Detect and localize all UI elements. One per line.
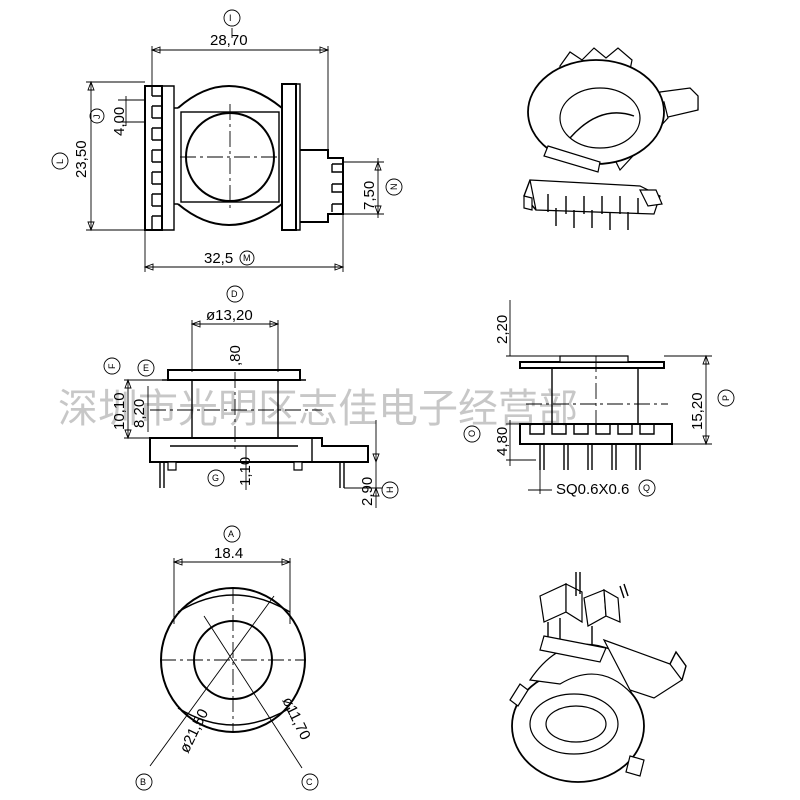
- callout-o: O: [467, 430, 477, 437]
- bottom-view: A 18.4 ø21,50 ø11,70 B C: [135, 525, 319, 791]
- callout-q: Q: [643, 483, 650, 493]
- callout-m: M: [243, 253, 251, 263]
- dim-right-total-height: 15,20: [689, 392, 706, 430]
- dim-overall-width: 32,5: [204, 250, 233, 267]
- callout-c: C: [306, 777, 313, 787]
- callout-l: L: [55, 159, 65, 164]
- dim-pin-size: SQ0.6X0.6: [556, 481, 629, 498]
- callout-g: G: [212, 473, 219, 483]
- dim-bottom-width: 18.4: [214, 545, 243, 562]
- dim-top-height: 23,50: [73, 140, 90, 178]
- isometric-view-bottom: [509, 572, 687, 783]
- callout-i: I: [229, 13, 232, 23]
- front-view: ø13,20 D ,80 10,10 F 8,20 E 1,10 G: [103, 285, 399, 508]
- isometric-view-top: [523, 47, 699, 230]
- dim-top-width: 28,70: [210, 32, 248, 49]
- callout-j: J: [92, 115, 102, 120]
- dim-outer-diameter: ø21,50: [176, 706, 212, 755]
- dim-inner-diameter: ø11,70: [278, 694, 313, 742]
- dim-pin-pitch: 4,00: [111, 107, 128, 136]
- callout-p: P: [721, 395, 731, 401]
- side-view: 2,20 15,20 P 4,80 O SQ0.6X0.6 Q: [463, 300, 735, 498]
- dim-tab-height: 7,50: [361, 181, 378, 210]
- dim-base-thickness: 1,10: [237, 457, 254, 486]
- dim-core-diameter: ø13,20: [206, 307, 253, 324]
- callout-d: D: [231, 289, 238, 299]
- dim-pin-length: 2,90: [359, 477, 376, 506]
- dim-inner-height: 8,20: [131, 399, 148, 428]
- watermark-text: 深圳市光明区志佳电子经营部: [58, 386, 578, 432]
- callout-h: H: [385, 487, 395, 494]
- dim-right-lower-height: 4,80: [494, 427, 511, 456]
- callout-n: N: [389, 184, 399, 191]
- dim-body-height: 10,10: [111, 392, 128, 430]
- callout-f: F: [107, 363, 117, 369]
- top-view: 28,70 I 23,50 L 4,00 J 7,50 N: [51, 9, 403, 272]
- callout-b: B: [140, 777, 146, 787]
- callout-e: E: [143, 363, 149, 373]
- dim-right-top-gap: 2,20: [494, 315, 511, 344]
- callout-a: A: [228, 529, 234, 539]
- dim-flange-thickness: ,80: [227, 345, 244, 366]
